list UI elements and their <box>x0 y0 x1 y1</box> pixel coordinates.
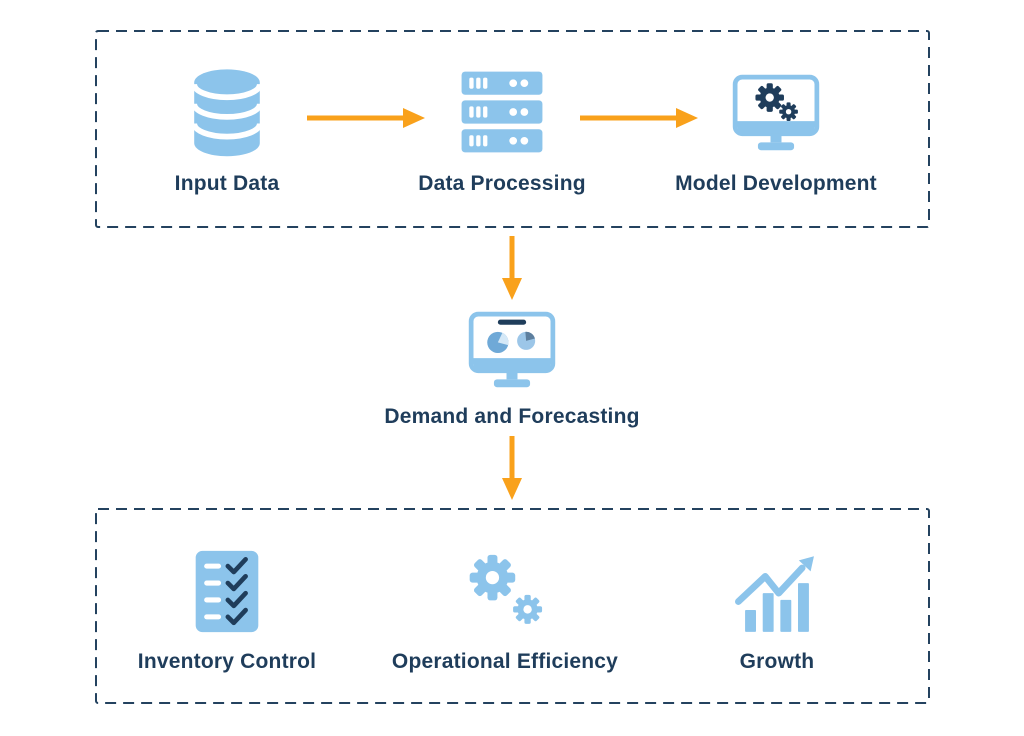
node-operational-efficiency: Operational Efficiency <box>375 540 635 674</box>
checklist-icon <box>195 550 259 632</box>
node-growth: Growth <box>647 540 907 674</box>
arrow-down-icon <box>502 236 522 300</box>
monitor-pie-chart-icon <box>468 311 556 388</box>
node-input-data: Input Data <box>97 60 357 196</box>
dashed-border <box>95 508 930 704</box>
node-label-demand-and-forecasting: Demand and Forecasting <box>384 405 640 428</box>
dashed-border <box>95 30 930 228</box>
node-label-growth: Growth <box>739 650 815 673</box>
bar-chart-growth-icon <box>735 555 814 632</box>
node-label-operational-efficiency: Operational Efficiency <box>391 650 619 673</box>
node-label-model-development: Model Development <box>675 172 877 195</box>
node-data-processing: Data Processing <box>372 60 632 196</box>
outcomes-box: Inventory Control Operational Efficiency <box>95 508 930 704</box>
database-icon <box>191 69 263 157</box>
node-demand-and-forecasting: Demand and Forecasting <box>382 303 642 429</box>
node-label-data-processing: Data Processing <box>418 172 586 195</box>
gears-icon <box>469 554 543 624</box>
server-icon <box>461 71 543 153</box>
pipeline-stage-box: Input Data <box>95 30 930 228</box>
node-inventory-control: Inventory Control <box>97 540 357 674</box>
arrow-right-icon <box>580 108 698 128</box>
node-label-inventory-control: Inventory Control <box>137 650 317 673</box>
arrow-right-icon <box>307 108 425 128</box>
node-label-input-data: Input Data <box>174 172 280 195</box>
arrow-down-icon <box>502 436 522 500</box>
node-model-development: Model Development <box>646 60 906 196</box>
monitor-gears-icon <box>732 74 820 151</box>
